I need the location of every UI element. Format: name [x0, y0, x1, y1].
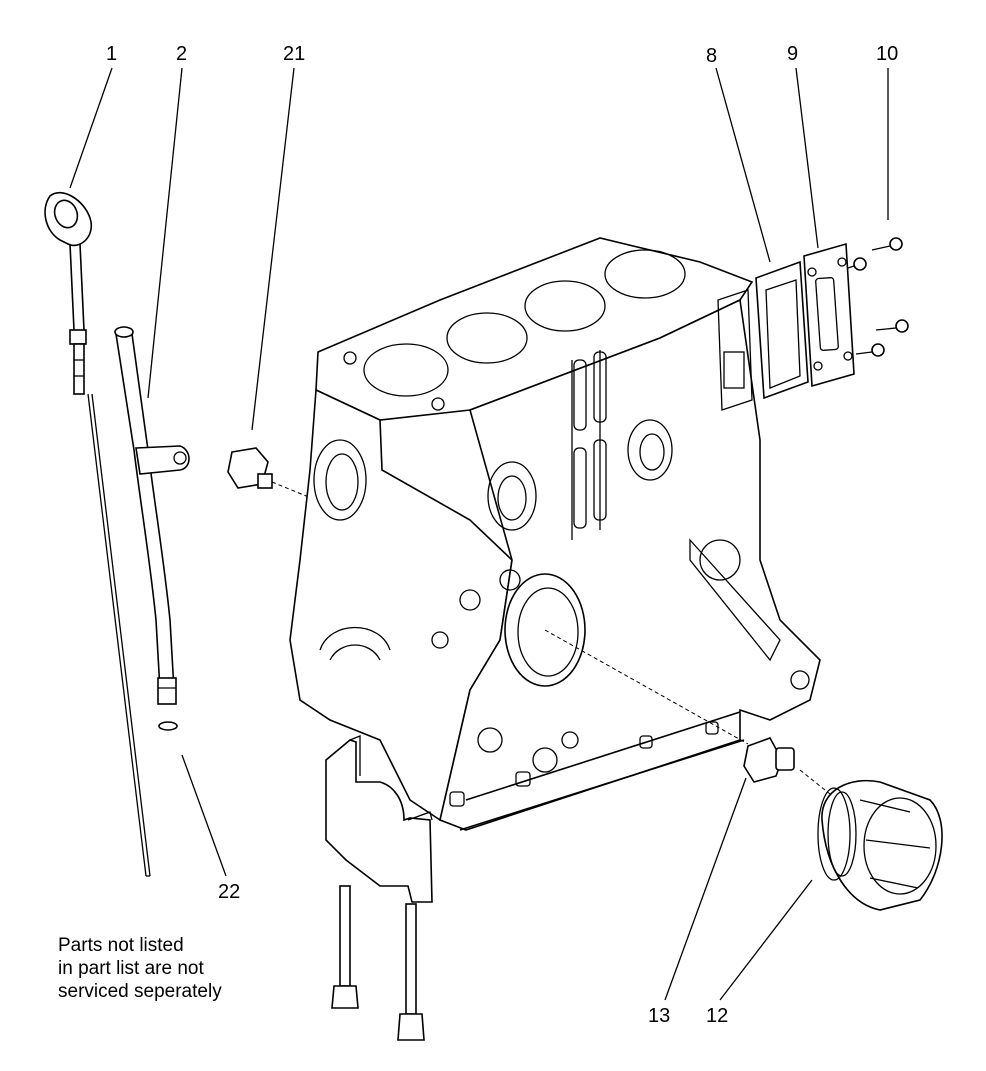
dipstick-tube-part-2 [114, 326, 190, 731]
callout-12: 12 [706, 1005, 728, 1027]
engine-block [289, 237, 821, 831]
callout-13: 13 [648, 1005, 670, 1027]
fitting-part-13 [743, 737, 795, 783]
dipstick-part-1 [44, 191, 151, 877]
sensor-part-21 [227, 447, 317, 501]
callout-10: 10 [876, 43, 898, 65]
callout-2: 2 [176, 43, 187, 65]
callout-9: 9 [787, 43, 798, 65]
callout-8: 8 [706, 45, 717, 67]
callout-22: 22 [218, 881, 240, 903]
callout-1: 1 [106, 43, 117, 65]
leader-lines [69, 67, 889, 1001]
bearing-cap [325, 735, 433, 1041]
note-line-2: in part list are not [58, 958, 204, 979]
cover-part-9 [803, 242, 855, 388]
gasket-part-8 [755, 260, 809, 400]
bolts-part-10 [847, 237, 909, 357]
oil-filter-part-12 [817, 779, 943, 911]
note-line-3: serviced seperately [58, 981, 222, 1002]
centerline-filter [544, 629, 749, 745]
service-note: Parts not listed in part list are not se… [58, 934, 222, 1003]
note-line-1: Parts not listed [58, 935, 184, 956]
callout-21: 21 [283, 43, 305, 65]
